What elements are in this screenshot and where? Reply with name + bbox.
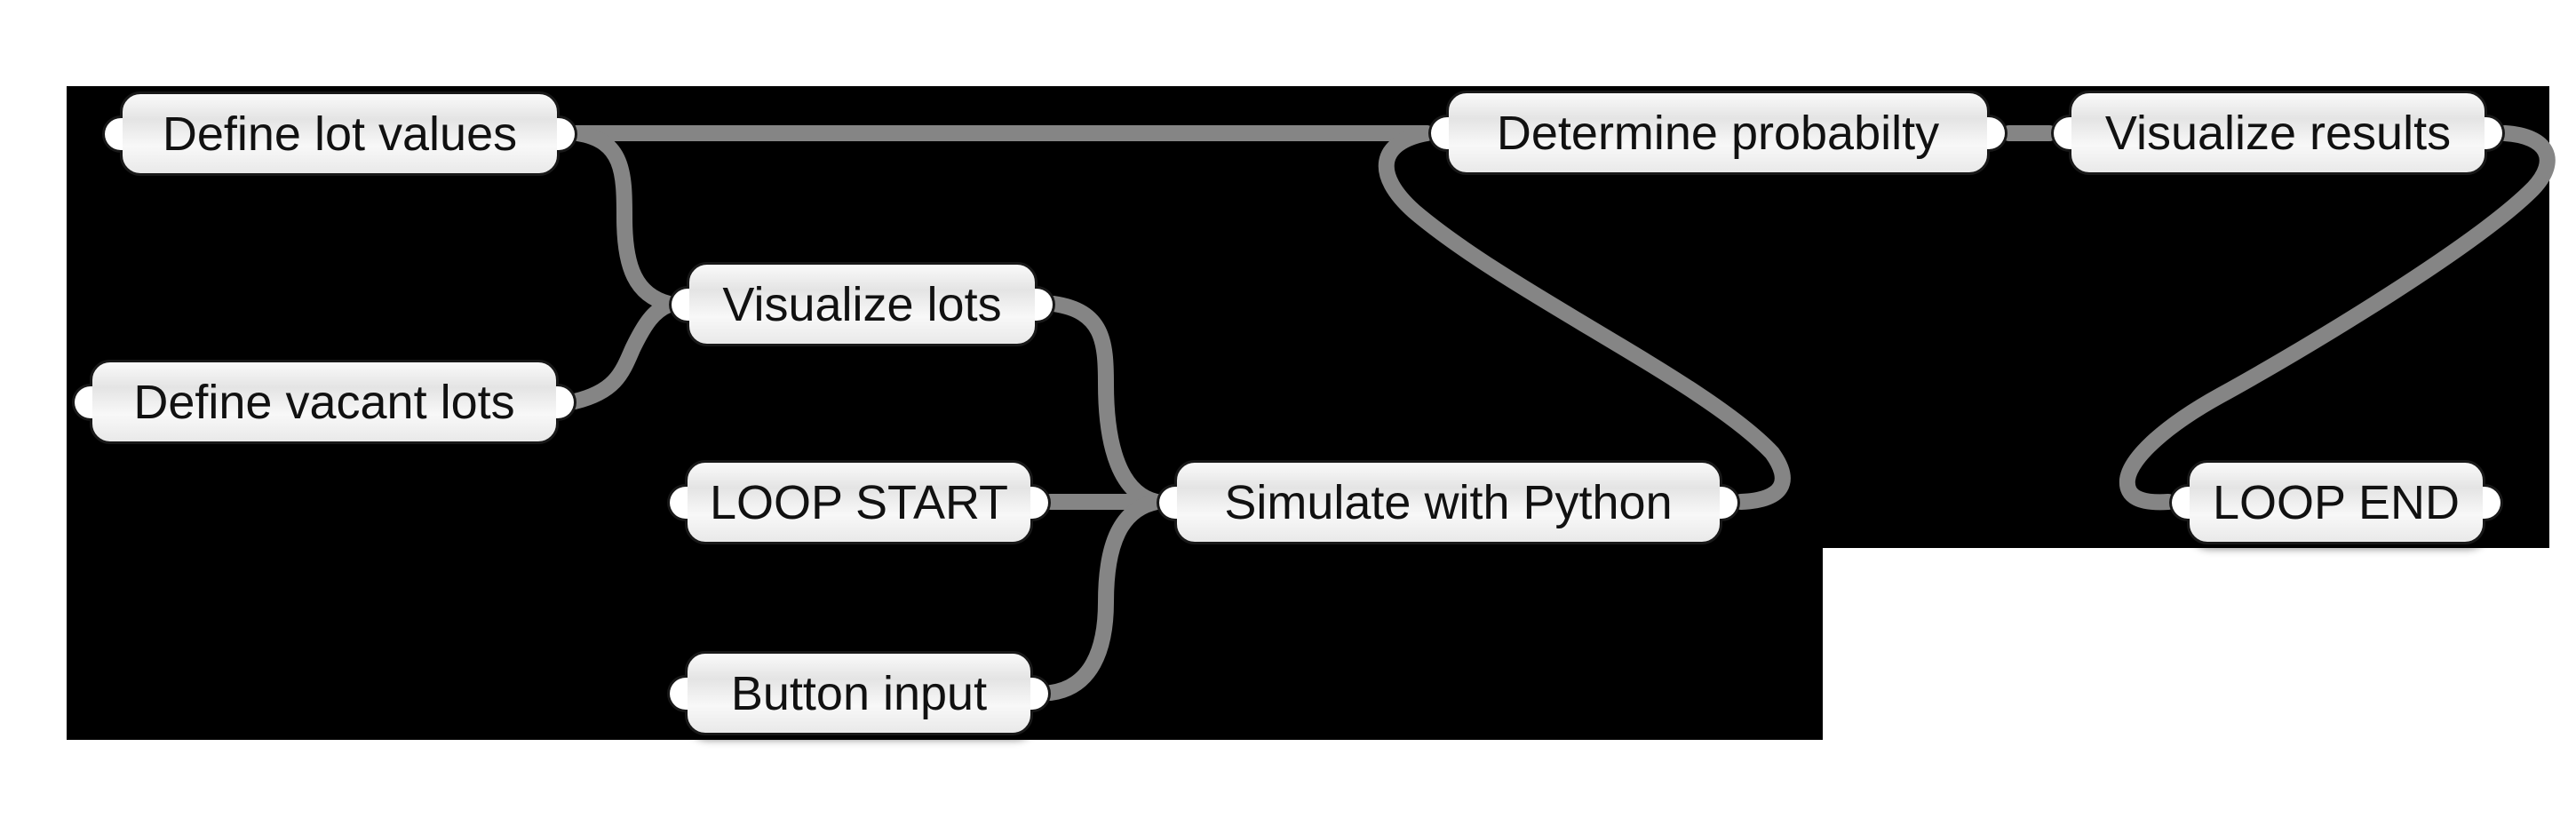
node-visualize-lots[interactable]: Visualize lots [669, 262, 1055, 346]
input-port-icon[interactable] [1157, 483, 1177, 521]
wires-group [567, 125, 2556, 701]
node-label: Button input [730, 666, 988, 720]
node-label: Determine probabilty [1496, 106, 1940, 160]
output-port-icon[interactable] [1030, 483, 1051, 521]
node-simulate-with-python[interactable]: Simulate with Python [1157, 460, 1740, 544]
input-port-icon[interactable] [102, 115, 123, 153]
wire-visualize-results-to-loop-end[interactable] [2119, 125, 2556, 511]
input-port-icon[interactable] [72, 383, 92, 421]
node-label: Define lot values [162, 107, 518, 161]
node-loop-end[interactable]: LOOP END [2169, 460, 2503, 544]
wire-simulate-with-python-to-determine-probabilty[interactable] [1378, 125, 1791, 510]
input-port-icon[interactable] [667, 674, 688, 712]
input-port-icon[interactable] [1428, 114, 1449, 152]
output-port-icon[interactable] [2485, 114, 2505, 152]
node-determine-probabilty[interactable]: Determine probabilty [1428, 91, 2008, 175]
node-label: Simulate with Python [1224, 475, 1673, 529]
node-label: LOOP START [709, 475, 1009, 529]
output-port-icon[interactable] [557, 115, 577, 153]
node-button-input[interactable]: Button input [667, 651, 1051, 735]
wire-define-vacant-lots-to-visualize-lots[interactable] [567, 297, 677, 409]
node-label: Define vacant lots [133, 375, 515, 429]
wire-define-lot-values-to-visualize-lots[interactable] [569, 125, 677, 312]
group-background-panel [67, 86, 2549, 740]
output-port-icon[interactable] [1030, 674, 1051, 712]
output-port-icon[interactable] [1720, 483, 1740, 521]
wire-button-input-to-simulate-with-python[interactable] [1043, 494, 1165, 701]
node-label: Visualize lots [722, 277, 1002, 331]
input-port-icon[interactable] [669, 285, 689, 323]
node-visualize-results[interactable]: Visualize results [2051, 91, 2505, 175]
input-port-icon[interactable] [2051, 114, 2071, 152]
node-loop-start[interactable]: LOOP START [667, 460, 1051, 544]
output-port-icon[interactable] [1035, 285, 1055, 323]
wire-visualize-lots-to-simulate-with-python[interactable] [1046, 296, 1165, 510]
node-define-vacant-lots[interactable]: Define vacant lots [72, 360, 576, 444]
node-label: LOOP END [2212, 475, 2461, 529]
input-port-icon[interactable] [2169, 483, 2190, 521]
output-port-icon[interactable] [2483, 483, 2503, 521]
node-label: Visualize results [2104, 106, 2452, 160]
output-port-icon[interactable] [1987, 114, 2008, 152]
output-port-icon[interactable] [556, 383, 576, 421]
input-port-icon[interactable] [667, 483, 688, 521]
node-define-lot-values[interactable]: Define lot values [102, 91, 577, 176]
